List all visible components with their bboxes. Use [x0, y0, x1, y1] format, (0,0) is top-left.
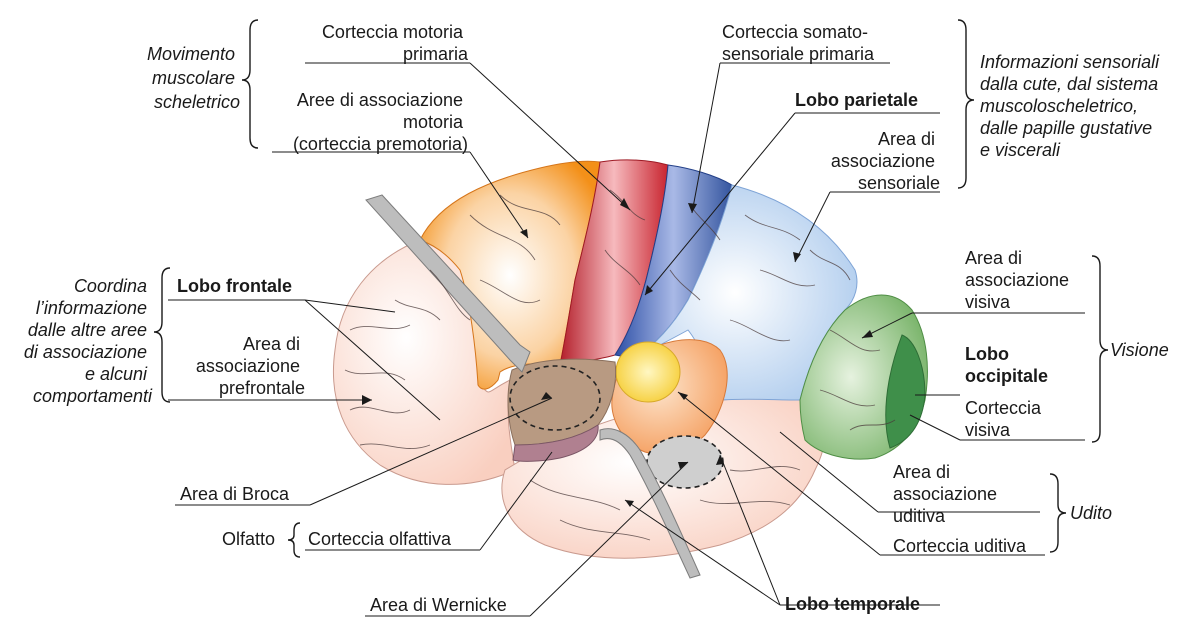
group-sensory-info: Informazioni sensoriali dalla cute, dal … — [980, 52, 1164, 160]
brace-olfaction — [287, 522, 301, 558]
label-parietal-lobe: Lobo parietale — [795, 90, 918, 110]
label-occipital-lobe: Lobo occipitale — [965, 344, 1048, 386]
group-movement: Movimento muscolare scheletrico — [147, 44, 240, 112]
brace-vision — [1091, 255, 1109, 443]
brace-hearing — [1049, 473, 1067, 553]
label-wernicke: Area di Wernicke — [370, 595, 507, 615]
label-visual-assoc: Area di associazione visiva — [965, 248, 1074, 312]
label-olfaction: Olfatto — [222, 529, 275, 549]
label-olfactory-cortex: Corteccia olfattiva — [308, 529, 452, 549]
brace-sensory-info — [957, 19, 975, 189]
label-auditory-cortex: Corteccia uditiva — [893, 536, 1027, 556]
label-temporal-lobe: Lobo temporale — [785, 594, 920, 614]
label-motor-primary: Corteccia motoria primaria — [322, 22, 469, 64]
label-premotor: Aree di associazione motoria (corteccia … — [293, 90, 468, 154]
group-hearing: Udito — [1070, 503, 1112, 523]
central-sulcus — [365, 194, 531, 373]
label-visual-cortex: Corteccia visiva — [965, 398, 1046, 440]
brace-coordination — [153, 267, 171, 403]
arrowheads — [362, 198, 873, 507]
olfactory-region — [512, 424, 599, 462]
broca-area-outline — [509, 365, 601, 431]
brace-movement — [241, 19, 259, 149]
label-auditory-assoc: Area di associazione uditiva — [893, 462, 1002, 526]
label-sensory-assoc: Area di associazione sensoriale — [831, 129, 940, 193]
group-vision: Visione — [1110, 340, 1169, 360]
leader-lines — [168, 62, 1085, 617]
lateral-sulcus — [599, 428, 701, 579]
label-frontal-lobe: Lobo frontale — [177, 276, 292, 296]
auditory-cortex-region — [615, 341, 681, 403]
visual-cortex-region — [885, 334, 926, 449]
sensory-association-region — [634, 184, 858, 401]
label-broca: Area di Broca — [180, 484, 290, 504]
gyri-pattern — [344, 189, 896, 541]
label-prefrontal: Area di associazione prefrontale — [196, 334, 305, 398]
label-somatosensory: Corteccia somato- sensoriale primaria — [722, 22, 875, 64]
group-coordination: Coordina l’informazione dalle altre aree… — [24, 276, 153, 406]
